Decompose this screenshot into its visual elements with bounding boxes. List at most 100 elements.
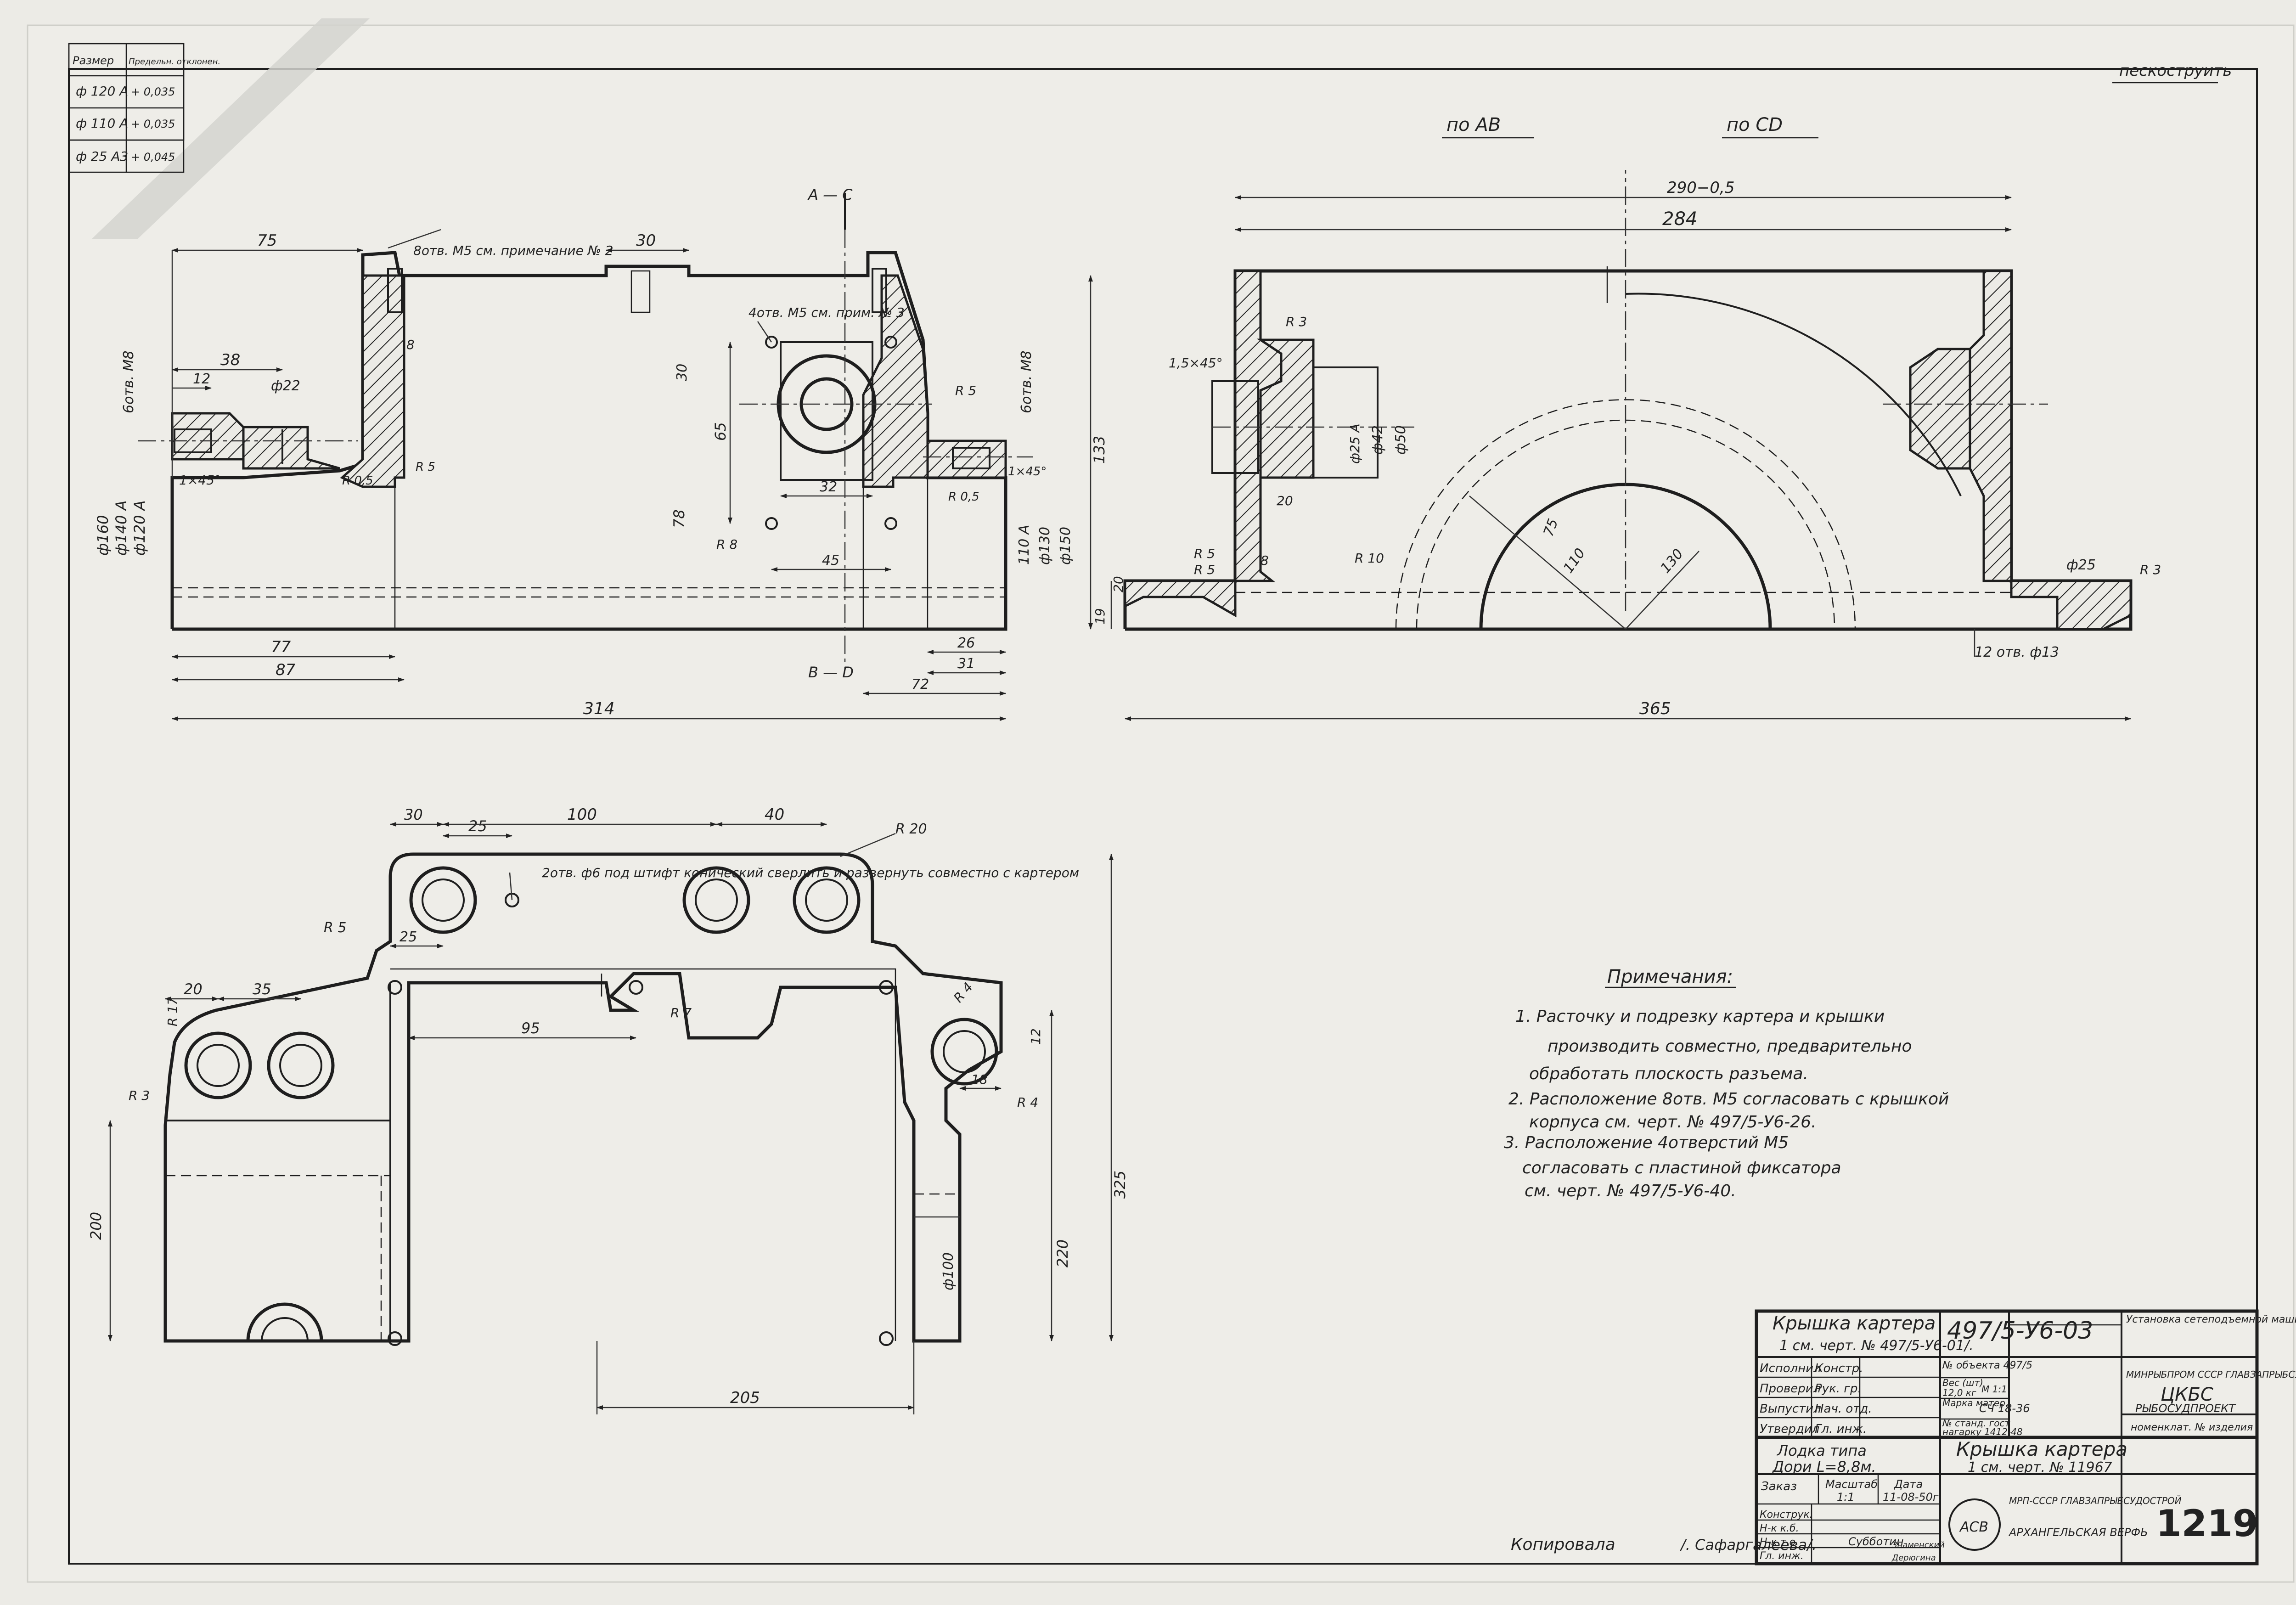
dim-8-side: 8 — [1261, 553, 1269, 568]
tb-title-1: Констр. — [1815, 1362, 1863, 1375]
dim-phi42: ф42 — [1370, 425, 1386, 455]
dim-284: 284 — [1662, 208, 1697, 230]
tape-strip — [92, 18, 370, 239]
tb-role-1: Исполнил — [1760, 1362, 1821, 1375]
dim-phi50: ф50 — [1393, 425, 1409, 455]
dim-r17: R 17 — [165, 997, 180, 1026]
dim-12-plan: 12 — [1028, 1028, 1043, 1045]
dim-r4-bottom: R 4 — [1017, 1095, 1038, 1110]
dim-25b-plan: 25 — [400, 929, 417, 945]
tb-signature-3: Дерюгина — [1891, 1553, 1936, 1563]
tb-part-ref-2: 1 см. черт. № 11967 — [1968, 1459, 2112, 1475]
tb-material-label: Марка матер. — [1942, 1397, 2008, 1408]
tb-assembly: Установка сетеподъемной машины на мотофе… — [2126, 1314, 2296, 1325]
dim-220-plan: 220 — [1054, 1239, 1071, 1267]
tb-scale-label: Масштаб — [1825, 1478, 1878, 1491]
tol-row2-dev: + 0,035 — [131, 118, 175, 130]
dim-365: 365 — [1639, 699, 1671, 718]
tb-role-2: Проверил — [1760, 1382, 1821, 1396]
dim-r7: R 7 — [670, 1005, 692, 1020]
dim-6holes-m8-left: 6отв. М8 — [121, 350, 137, 413]
dim-95-plan: 95 — [521, 1019, 540, 1037]
dim-325-plan: 325 — [1111, 1171, 1129, 1199]
dim-30: 30 — [636, 231, 656, 250]
dim-72: 72 — [912, 676, 929, 693]
note-line-1: 1. Расточку и подрезку картера и крышки — [1515, 1007, 1885, 1026]
tb-standard-label: № станд. гост — [1942, 1418, 2010, 1429]
tb-role-4: Утвердил — [1760, 1422, 1819, 1436]
tb-ministry: МИНРЫБПРОМ СССР ГЛАВЗАПРЫБСУДОСТРОЙ — [2126, 1369, 2296, 1380]
note-line-3: обработать плоскость разъема. — [1529, 1064, 1808, 1083]
tb-sign-role-1: Конструк. — [1760, 1509, 1813, 1521]
dim-77: 77 — [271, 638, 291, 656]
dim-20-side: 20 — [1277, 493, 1293, 508]
title-block: Крышка картера 1 см. черт. № 497/5-У6-01… — [1755, 1309, 2296, 1566]
dim-133: 133 — [1091, 436, 1108, 464]
section-ac: А — С — [807, 186, 853, 203]
dim-6holes-m8-right: 6отв. М8 — [1019, 350, 1035, 413]
dim-r20: R 20 — [895, 821, 927, 837]
dim-205-plan: 205 — [730, 1389, 760, 1407]
note-line-8: см. черт. № 497/5-У6-40. — [1525, 1182, 1736, 1200]
tb-title-4: Гл. инж. — [1815, 1422, 1867, 1436]
tb-sign-role-4: Гл. инж. — [1760, 1550, 1804, 1562]
tb-role-3: Выпустил — [1760, 1402, 1821, 1416]
dim-r5-plan: R 5 — [324, 920, 346, 936]
tb-standard: нагарку 1412-48 — [1942, 1426, 2023, 1437]
tb-scale-short: М 1:1 — [1981, 1384, 2007, 1395]
note-4holes: 4отв. М5 см. прим. № 3 — [748, 305, 905, 320]
tb-boat-type: Лодка типа — [1777, 1442, 1867, 1459]
tb-ministry-2: МРП-СССР ГЛАВЗАПРЫБСУДОСТРОЙ — [2009, 1495, 2182, 1506]
note-line-5: корпуса см. черт. № 497/5-У6-26. — [1529, 1113, 1816, 1132]
tb-sign-role-2: Н-к к.б. — [1760, 1523, 1799, 1534]
dim-31: 31 — [957, 656, 975, 672]
dim-phi160: ф160 — [94, 515, 112, 556]
tb-part-name-2: Крышка картера — [1956, 1438, 2127, 1460]
tb-signature-1: Субботин — [1848, 1535, 1904, 1548]
dim-phi130: ф130 — [1037, 527, 1053, 565]
dim-12: 12 — [193, 371, 210, 387]
tb-sheet-number: 1219 — [2156, 1502, 2258, 1545]
side-view: 290−0,5 284 R 3 1,5×45° ф25 А ф42 ф50 20… — [1092, 170, 2161, 721]
dim-r3-plan: R 3 — [129, 1088, 150, 1103]
dim-25-plan: 25 — [468, 817, 487, 835]
dim-75: 75 — [257, 231, 277, 250]
dim-phi120: ф120 А — [131, 501, 148, 556]
section-title-cd: по CD — [1727, 114, 1783, 135]
dim-8: 8 — [406, 337, 415, 352]
dim-r05-right: R 0,5 — [948, 490, 979, 504]
note-line-7: согласовать с пластиной фиксатора — [1522, 1159, 1841, 1177]
dim-314: 314 — [583, 699, 615, 718]
tb-yard: АРХАНГЕЛЬСКАЯ ВЕРФЬ — [2008, 1526, 2148, 1539]
note-pin-holes: 2отв. ф6 под штифт конический сверлить и… — [542, 865, 1079, 880]
tol-header-size: Размер — [73, 54, 114, 67]
tb-order-label: Заказ — [1761, 1480, 1797, 1493]
tb-drawing-number: 497/5-У6-03 — [1947, 1317, 2093, 1345]
dim-40-plan: 40 — [765, 805, 784, 824]
dim-290: 290−0,5 — [1667, 179, 1734, 197]
tb-title-3: Нач. отд. — [1815, 1402, 1872, 1416]
dim-18-plan: 18 — [971, 1072, 988, 1087]
tb-org-code: ЦКБС — [2161, 1384, 2213, 1405]
dim-r05-left: R 0,5 — [342, 474, 373, 488]
tb-part-ref: 1 см. черт. № 497/5-У6-01/. — [1779, 1338, 1974, 1354]
note-line-2: производить совместно, предварительно — [1548, 1037, 1912, 1056]
notes: Примечания: 1. Расточку и подрезку карте… — [1504, 966, 1949, 1200]
front-view: А — С В — D 75 30 38 12 ф22 1×45° 6отв. … — [94, 186, 1108, 721]
dim-20-plan: 20 — [184, 980, 203, 998]
copied-by-label: Копировала — [1511, 1535, 1615, 1554]
tb-part-name: Крышка картера — [1773, 1313, 1936, 1334]
tb-weight: 12,0 кг — [1942, 1387, 1976, 1398]
tol-row3-size: ф 25 А3 — [76, 149, 128, 164]
tb-nomenclature: номенклат. № изделия — [2131, 1422, 2253, 1433]
section-title-ab: по АВ — [1446, 114, 1501, 135]
tb-sign-role-3: Н-к т.о. — [1760, 1537, 1799, 1548]
dim-phi25-side: ф25 — [2066, 557, 2096, 573]
dim-20-base: 20 — [1111, 576, 1126, 592]
section-bd: В — D — [808, 664, 854, 681]
dim-65: 65 — [712, 422, 729, 441]
tb-date: 11-08-50г. — [1883, 1491, 1942, 1504]
dim-100-plan: 100 — [567, 805, 597, 824]
notes-title: Примечания: — [1607, 966, 1733, 987]
